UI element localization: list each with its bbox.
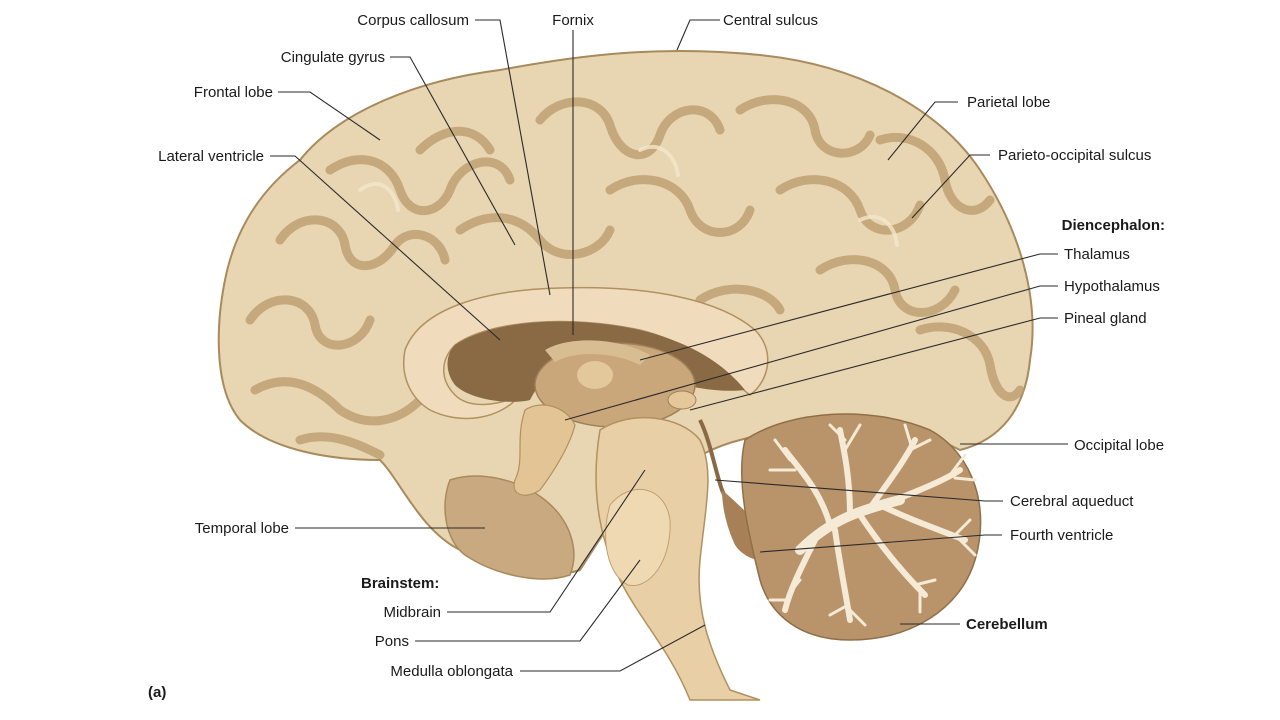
label-brainstem-heading: Brainstem: — [361, 575, 439, 592]
label-parieto-occipital-sulcus: Parieto-occipital sulcus — [998, 147, 1151, 164]
label-diencephalon-heading: Diencephalon: — [1062, 217, 1165, 234]
corpus-callosum-shape — [403, 286, 769, 420]
figure-tag: (a) — [148, 684, 166, 701]
gyri-pattern — [245, 95, 1025, 460]
label-medulla-oblongata: Medulla oblongata — [390, 663, 513, 680]
pineal-gland-shape — [667, 390, 697, 410]
hypothalamus-shape — [513, 404, 576, 496]
leader-lines — [270, 19, 1068, 672]
label-corpus-callosum: Corpus callosum — [357, 12, 469, 29]
label-cerebellum: Cerebellum — [966, 616, 1048, 633]
label-lateral-ventricle: Lateral ventricle — [158, 148, 264, 165]
label-midbrain: Midbrain — [383, 604, 441, 621]
label-frontal-lobe: Frontal lobe — [194, 84, 273, 101]
label-hypothalamus: Hypothalamus — [1064, 278, 1160, 295]
fornix-shape — [545, 340, 650, 365]
labels: Corpus callosum Fornix Central sulcus Ci… — [148, 12, 1165, 701]
label-occipital-lobe: Occipital lobe — [1074, 437, 1164, 454]
cerebellum-shape — [740, 413, 982, 641]
label-pons: Pons — [375, 633, 409, 650]
label-fourth-ventricle: Fourth ventricle — [1010, 527, 1113, 544]
label-fornix: Fornix — [552, 12, 594, 29]
pons-bulge — [605, 489, 671, 586]
interthalamic-adhesion — [577, 361, 613, 389]
label-temporal-lobe: Temporal lobe — [195, 520, 289, 537]
label-pineal-gland: Pineal gland — [1064, 310, 1147, 327]
label-cingulate-gyrus: Cingulate gyrus — [281, 49, 385, 66]
label-parietal-lobe: Parietal lobe — [967, 94, 1050, 111]
brain-illustration — [217, 49, 1034, 701]
label-central-sulcus: Central sulcus — [723, 12, 818, 29]
label-thalamus: Thalamus — [1064, 246, 1130, 263]
label-cerebral-aqueduct: Cerebral aqueduct — [1010, 493, 1134, 510]
